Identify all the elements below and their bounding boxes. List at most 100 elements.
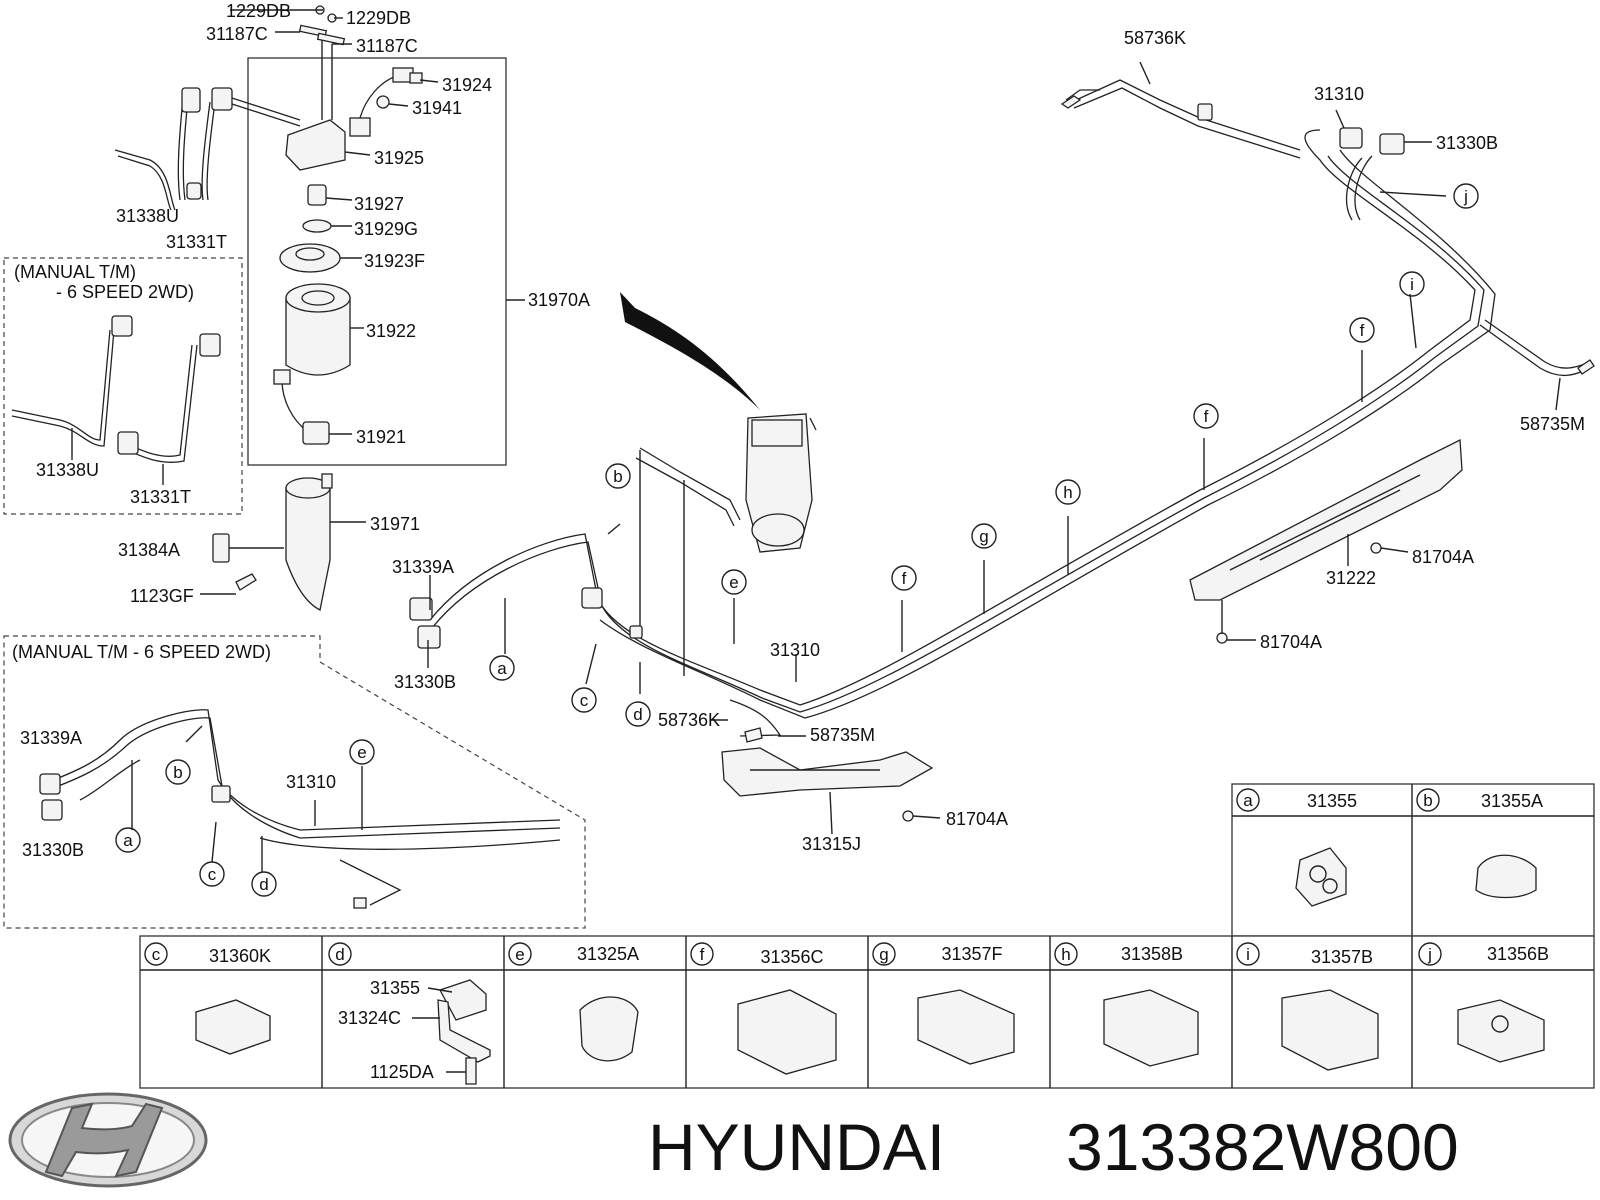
- table-part-i: 31357B: [1311, 947, 1373, 967]
- table-part-c: 31360K: [209, 946, 271, 966]
- bracket-31324c-icon: [437, 999, 491, 1063]
- inset-title-bottom: (MANUAL T/M - 6 SPEED 2WD): [12, 642, 271, 662]
- table-part-b: 31355A: [1481, 791, 1543, 811]
- callout-31331t-inset: 31331T: [130, 487, 191, 507]
- hyundai-logo: [8, 1092, 208, 1188]
- callout-81704a-2: 81704A: [1260, 632, 1322, 652]
- marker-a: a: [497, 659, 507, 678]
- assembly-frame: [247, 57, 507, 466]
- callout-31338u-inset: 31338U: [36, 460, 99, 480]
- callout-31187c-b: 31187C: [356, 36, 418, 56]
- callout-1229db-a: 1229DB: [226, 1, 291, 21]
- marker-h: h: [1063, 483, 1072, 502]
- marker-f-2: f: [1204, 407, 1209, 426]
- callout-31384a: 31384A: [118, 540, 180, 560]
- clip-31358b-icon: [1103, 989, 1199, 1067]
- callout-58736k-top: 58736K: [1124, 28, 1186, 48]
- callout-31941: 31941: [412, 98, 462, 118]
- table-letter-g: g: [879, 945, 888, 964]
- callout-31315j: 31315J: [802, 834, 861, 854]
- table-letter-b: b: [1423, 791, 1432, 810]
- bracket-31971: [200, 473, 366, 611]
- callout-81704a-3: 81704A: [1412, 547, 1474, 567]
- clip-31356b-icon: [1457, 999, 1545, 1063]
- callout-31222: 31222: [1326, 568, 1376, 588]
- clip-31357f-icon: [917, 989, 1015, 1065]
- callout-31339a-inset: 31339A: [20, 728, 82, 748]
- fuel-filter-assembly: [230, 5, 525, 466]
- marker-c: c: [580, 691, 589, 710]
- table-letter-a: a: [1243, 791, 1253, 810]
- callout-31339a: 31339A: [392, 557, 454, 577]
- table-letter-d: d: [335, 945, 344, 964]
- callout-31970a: 31970A: [528, 290, 590, 310]
- clip-31355-small-icon: [439, 979, 487, 1021]
- part-number: 313382W800: [1066, 1110, 1459, 1184]
- callout-31971: 31971: [370, 514, 420, 534]
- inset-manual-6spd-top: [3, 257, 243, 515]
- callout-58735m-right: 58735M: [1520, 414, 1585, 434]
- table-part-j: 31356B: [1487, 944, 1549, 964]
- marker-e: e: [729, 573, 738, 592]
- clip-reference-table: [139, 783, 1595, 1089]
- marker-b: b: [613, 467, 622, 486]
- letter-markers: [115, 183, 1479, 966]
- callout-31331t-top: 31331T: [166, 232, 227, 252]
- marker-g: g: [979, 527, 988, 546]
- callout-31310-inset: 31310: [286, 772, 336, 792]
- marker-f-3: f: [1360, 321, 1365, 340]
- d-cell-31324c: 31324C: [338, 1008, 401, 1028]
- callout-1229db-b: 1229DB: [346, 8, 411, 28]
- brand-name: HYUNDAI: [648, 1110, 945, 1184]
- d-cell-1125da: 1125DA: [370, 1062, 434, 1082]
- callout-31310-main: 31310: [770, 640, 820, 660]
- table-letter-h: h: [1061, 945, 1070, 964]
- table-letter-f: f: [700, 945, 705, 964]
- clip-table-labels: a 31355 b 31355A c 31360K d e 31325A f 3…: [152, 791, 1549, 1082]
- inset-marker-e: e: [357, 743, 366, 762]
- callout-31923f: 31923F: [364, 251, 425, 271]
- table-letter-c: c: [152, 945, 161, 964]
- inset-title-line1: (MANUAL T/M): [14, 262, 136, 282]
- callout-31927: 31927: [354, 194, 404, 214]
- callout-31330b-inset: 31330B: [22, 840, 84, 860]
- inset-marker-d: d: [259, 875, 268, 894]
- bolt-1125da-icon: [465, 1057, 477, 1085]
- table-part-g: 31357F: [941, 944, 1002, 964]
- callout-31330b-top: 31330B: [1436, 133, 1498, 153]
- heat-shields: [721, 438, 1463, 835]
- callout-81704a-1: 81704A: [946, 809, 1008, 829]
- clip-31356c-icon: [737, 989, 837, 1075]
- clip-31357b-icon: [1281, 989, 1379, 1071]
- callout-31929g: 31929G: [354, 219, 418, 239]
- table-part-a: 31355: [1307, 791, 1357, 811]
- marker-f-1: f: [902, 569, 907, 588]
- callout-31330b: 31330B: [394, 672, 456, 692]
- inset-manual-6spd-bottom: [3, 635, 586, 929]
- callout-31925: 31925: [374, 148, 424, 168]
- table-letter-j: j: [1427, 945, 1432, 964]
- callout-31921: 31921: [356, 427, 406, 447]
- clip-31360k-icon: [195, 999, 271, 1055]
- callout-1123gf: 1123GF: [130, 586, 194, 606]
- clip-31325a-icon: [579, 996, 639, 1062]
- table-letter-e: e: [515, 945, 524, 964]
- letter-marker-texts: b a c d e f g h f f i j b a c d e: [123, 187, 1468, 894]
- inset-marker-b: b: [173, 763, 182, 782]
- clip-31355a-icon: [1475, 854, 1537, 899]
- marker-d: d: [633, 705, 642, 724]
- inset-title-line2: - 6 SPEED 2WD): [56, 282, 194, 302]
- callout-31310-top: 31310: [1314, 84, 1364, 104]
- callout-31922: 31922: [366, 321, 416, 341]
- table-letter-i: i: [1246, 945, 1250, 964]
- main-fuel-lines: [409, 61, 1595, 743]
- table-part-e: 31325A: [577, 944, 639, 964]
- callout-58735m-low: 58735M: [810, 725, 875, 745]
- d-cell-31355: 31355: [370, 978, 420, 998]
- marker-i: i: [1410, 275, 1414, 294]
- inset-marker-a: a: [123, 831, 133, 850]
- inset-marker-c: c: [208, 865, 217, 884]
- table-part-h: 31358B: [1121, 944, 1183, 964]
- part-callouts: 1229DB 1229DB 31187C 31187C 31924 31941 …: [12, 1, 1585, 860]
